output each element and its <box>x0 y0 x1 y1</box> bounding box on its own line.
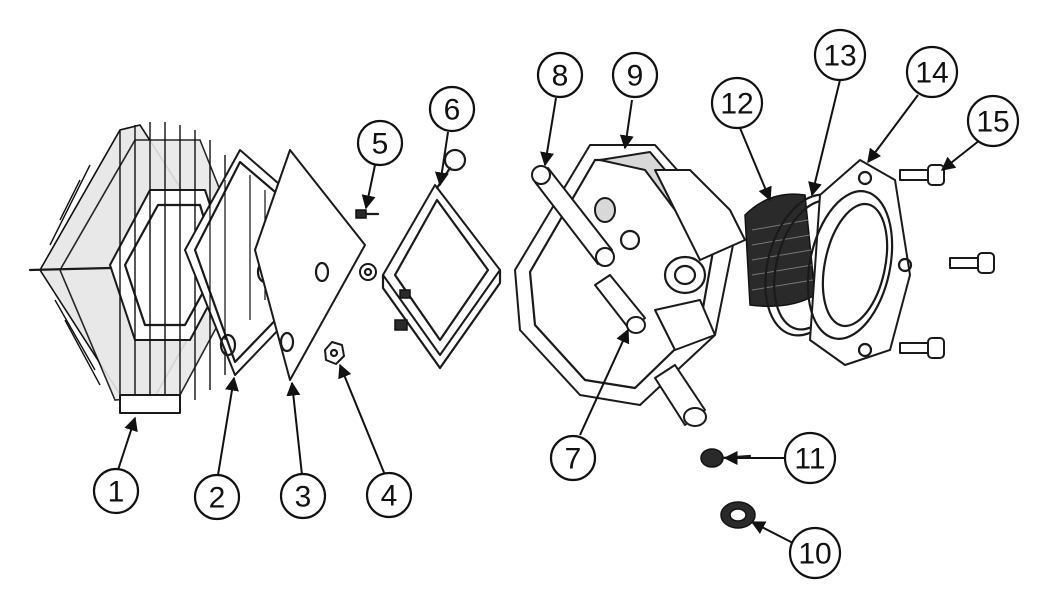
leader-15 <box>940 139 981 171</box>
cap-screw-middle <box>949 252 995 274</box>
callout-13-label: 13 <box>823 40 856 73</box>
callout-2-label: 2 <box>209 482 226 515</box>
callout-2: 2 <box>193 473 241 521</box>
callout-7-label: 7 <box>565 443 582 476</box>
part-4-nut <box>324 341 345 365</box>
part-14-end-cap <box>806 159 913 366</box>
part-15-cap-screws <box>899 164 995 359</box>
leader-10 <box>750 521 794 544</box>
callout-3-label: 3 <box>295 481 312 514</box>
callout-8-label: 8 <box>552 60 569 93</box>
callout-4-label: 4 <box>381 480 398 513</box>
callout-14-label: 14 <box>915 57 948 90</box>
callout-5: 5 <box>356 119 404 167</box>
cap-screw-top <box>899 164 945 186</box>
callout-9-label: 9 <box>627 60 644 93</box>
callouts: 1 2 3 4 5 6 7 8 <box>92 28 1020 580</box>
callout-8: 8 <box>536 51 584 99</box>
callout-12-label: 12 <box>720 88 753 121</box>
fitting-stub <box>654 364 707 427</box>
leader-lines <box>117 79 981 544</box>
callout-3: 3 <box>279 472 327 520</box>
leader-8 <box>540 97 557 167</box>
washer <box>359 263 377 281</box>
callout-1: 1 <box>92 467 140 515</box>
cap-screw-bottom <box>899 337 945 359</box>
leader-12 <box>739 127 772 202</box>
part-3-gasket <box>254 149 366 381</box>
leader-3 <box>286 381 303 476</box>
leader-7 <box>579 328 630 436</box>
callout-5-label: 5 <box>372 128 389 161</box>
part-1-heat-sink <box>28 122 251 414</box>
callout-6-label: 6 <box>444 94 461 127</box>
callout-10: 10 <box>788 526 842 580</box>
part-5-screw <box>355 209 380 219</box>
leader-1 <box>117 416 138 471</box>
callout-14: 14 <box>905 45 959 99</box>
leader-2 <box>217 376 239 476</box>
leader-9 <box>619 99 634 150</box>
callout-1-label: 1 <box>108 476 125 509</box>
callout-13: 13 <box>813 28 867 82</box>
part-10-washer <box>720 501 756 529</box>
callout-11-label: 11 <box>794 443 825 476</box>
leader-14 <box>867 94 919 164</box>
part-7-pin <box>594 274 646 334</box>
callout-4: 4 <box>365 471 413 519</box>
callout-11: 11 <box>783 431 837 485</box>
callout-12: 12 <box>710 76 764 130</box>
callout-15: 15 <box>966 94 1020 148</box>
part-6-circuit-board <box>381 148 502 370</box>
leader-4 <box>338 363 386 476</box>
callout-15-label: 15 <box>976 106 1009 139</box>
callout-6: 6 <box>428 85 476 133</box>
leader-5 <box>361 164 376 210</box>
leader-13 <box>808 79 841 197</box>
part-11-screw <box>700 448 752 468</box>
callout-9: 9 <box>611 51 659 99</box>
callout-7: 7 <box>549 434 597 482</box>
leader-6 <box>434 131 449 187</box>
callout-10-label: 10 <box>798 538 831 571</box>
